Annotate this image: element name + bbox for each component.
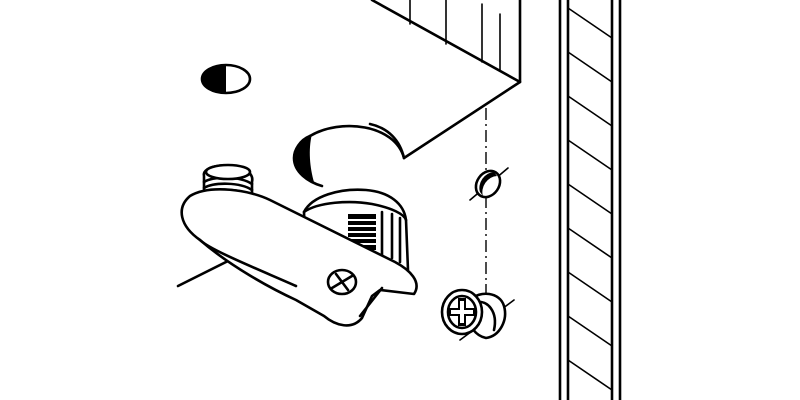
cam-bore-hole bbox=[292, 124, 406, 188]
lever-screw bbox=[326, 268, 358, 296]
top-board bbox=[368, 0, 522, 160]
cam-grip-ribs bbox=[348, 210, 402, 264]
small-hole bbox=[200, 63, 252, 95]
side-panel bbox=[558, 0, 622, 400]
phillips-dowel-screw bbox=[440, 288, 515, 341]
dowel-hole bbox=[469, 167, 509, 201]
connector-lever bbox=[180, 188, 418, 327]
panel-hatching bbox=[567, 7, 613, 391]
